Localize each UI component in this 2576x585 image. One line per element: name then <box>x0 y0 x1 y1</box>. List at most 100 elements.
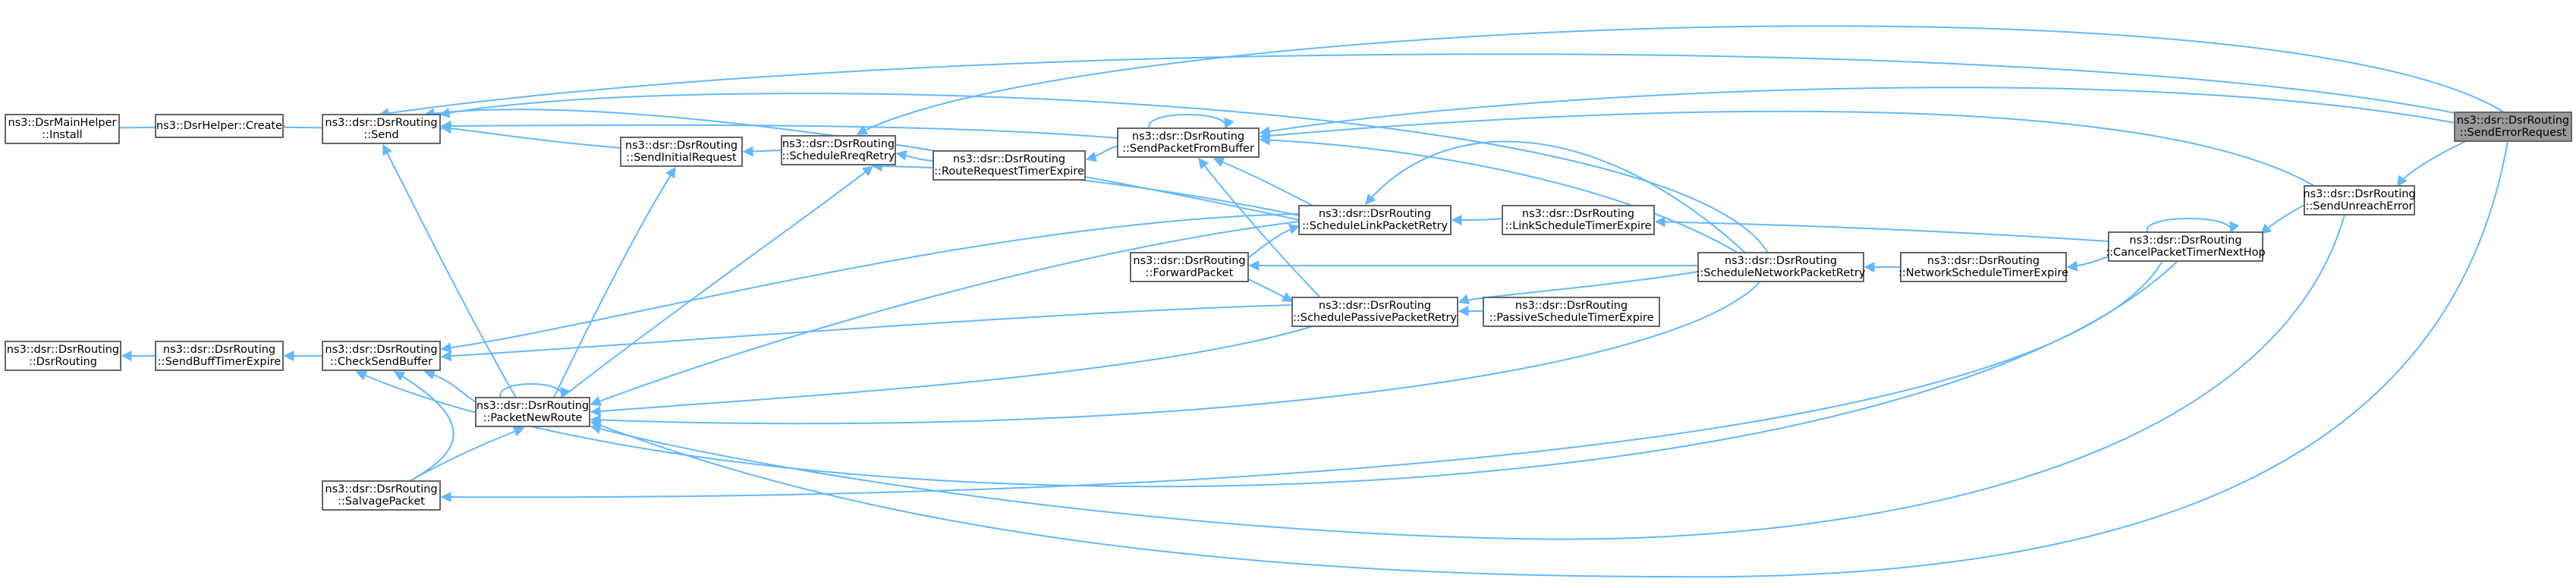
node-label-line: ::ScheduleRreqRetry <box>782 150 895 162</box>
node-packet-new-route[interactable]: ns3::dsr::DsrRouting::PacketNewRoute <box>475 397 590 427</box>
node-label-line: ns3::dsr::DsrRouting <box>1515 300 1628 312</box>
edge-lste-slpr <box>1451 214 1503 225</box>
node-label-line: ns3::dsr::DsrRouting <box>1132 131 1244 143</box>
node-dsr-helper-create[interactable]: ns3::DsrHelper::Create <box>155 114 284 138</box>
edge-slpr-csb <box>440 213 1300 354</box>
node-label-line: ns3::dsr::DsrRouting <box>1133 255 1245 267</box>
edge-cptnh-nste <box>2066 256 2109 272</box>
node-send-unreach-error[interactable]: ns3::dsr::DsrRouting::SendUnreachError <box>2303 185 2416 215</box>
node-label-line: ns3::dsr::DsrRouting <box>163 344 275 356</box>
node-label-line: ::ForwardPacket <box>1146 267 1234 279</box>
node-network-schedule-timer[interactable]: ns3::dsr::DsrRouting::NetworkScheduleTim… <box>1898 252 2068 282</box>
node-label-line: ::Install <box>42 129 82 141</box>
node-box <box>155 341 284 371</box>
node-label-line: ::PacketNewRoute <box>483 412 583 424</box>
edge-ser-spfb <box>1259 86 2455 137</box>
node-label-line: ::CancelPacketTimerNextHop <box>2106 247 2266 259</box>
node-box <box>1900 252 2067 282</box>
node-passive-schedule-timer[interactable]: ns3::dsr::DsrRouting::PassiveScheduleTim… <box>1483 297 1660 327</box>
edge-fp-slpr <box>1247 224 1301 259</box>
node-send-buff-timer[interactable]: ns3::dsr::DsrRouting::SendBuffTimerExpir… <box>155 341 284 371</box>
edge-spfb-self <box>1148 114 1235 130</box>
edge-sue-cptnh <box>2260 204 2305 234</box>
edge-spfb-send <box>440 120 1118 139</box>
edge-sue-pnr <box>590 214 2345 540</box>
node-label-line: ns3::dsr::DsrRouting <box>2129 234 2241 247</box>
edge-pnr-sir <box>553 166 676 398</box>
edge-snpr-send <box>439 93 1769 253</box>
node-box <box>5 341 121 371</box>
node-link-schedule-timer[interactable]: ns3::dsr::DsrRouting::LinkScheduleTimerE… <box>1502 205 1655 235</box>
node-label-line: ::SalvagePacket <box>338 495 425 508</box>
edge-snpr-slpr <box>1365 140 1746 253</box>
node-label-line: ns3::dsr::DsrRouting <box>625 140 738 152</box>
node-label-line: ns3::dsr::DsrRouting <box>477 400 589 412</box>
edge-sp-pnr <box>409 426 525 482</box>
edge-snpr-spfb <box>1259 134 1738 253</box>
node-label-line: ns3::dsr::DsrRouting <box>782 138 895 150</box>
node-box <box>155 114 284 138</box>
edge-pnr-send <box>382 143 517 398</box>
node-send-error-request[interactable]: ns3::dsr::DsrRouting::SendErrorRequest <box>2454 112 2572 142</box>
edge-cptnh-csb <box>355 260 2178 488</box>
edge-spfb-rrte <box>1085 145 1118 162</box>
node-label-line: ::SchedulePassivePacketRetry <box>1293 312 1457 324</box>
edge-ser-sue <box>2397 140 2467 187</box>
node-label-line: ns3::dsr::DsrRouting <box>325 344 437 356</box>
node-label-line: ::PassiveScheduleTimerExpire <box>1489 312 1653 324</box>
node-label-line: ns3::dsr::DsrRouting <box>325 483 437 495</box>
node-label-line: ns3::dsr::DsrRouting <box>1319 300 1431 312</box>
node-box <box>1298 205 1452 235</box>
node-check-send-buffer[interactable]: ns3::dsr::DsrRouting::CheckSendBuffer <box>322 341 441 371</box>
node-box <box>933 150 1086 181</box>
edge-pnr-self <box>499 383 571 399</box>
node-label-line: ns3::dsr::DsrRouting <box>325 117 437 129</box>
edge-cptnh-sp <box>440 260 2163 503</box>
edge-cptnh-lste <box>1654 216 2109 242</box>
edge-ser-send <box>378 53 2459 119</box>
edge-sue-spfb <box>1259 110 2315 187</box>
edge-ser-srr <box>856 25 2505 135</box>
node-label-line: ::SendBuffTimerExpire <box>158 356 281 368</box>
node-send-packet-from-buffer[interactable]: ns3::dsr::DsrRouting::SendPacketFromBuff… <box>1117 127 1260 158</box>
node-box <box>1291 297 1458 327</box>
node-box <box>1130 252 1249 282</box>
node-forward-packet[interactable]: ns3::dsr::DsrRouting::ForwardPacket <box>1130 252 1249 282</box>
node-schedule-link-retry[interactable]: ns3::dsr::DsrRouting::ScheduleLinkPacket… <box>1298 205 1452 235</box>
node-schedule-passive-retry[interactable]: ns3::dsr::DsrRouting::SchedulePassivePac… <box>1291 297 1458 327</box>
edge-rrte-srr <box>895 149 934 162</box>
node-cancel-packet-timer[interactable]: ns3::dsr::DsrRouting::CancelPacketTimerN… <box>2106 231 2266 262</box>
node-label-line: ns3::dsr::DsrRouting <box>2303 188 2415 200</box>
node-label-line: ::DsrRouting <box>29 356 97 368</box>
node-route-request-timer[interactable]: ns3::dsr::DsrRouting::RouteRequestTimerE… <box>933 150 1086 181</box>
node-label-line: ns3::DsrMainHelper <box>8 117 117 129</box>
node-dsr-main-helper-install[interactable]: ns3::DsrMainHelper::Install <box>5 114 120 144</box>
node-label-line: ns3::dsr::DsrRouting <box>1319 208 1431 220</box>
node-box <box>2304 185 2415 215</box>
node-dsr-routing-ctor[interactable]: ns3::dsr::DsrRouting::DsrRouting <box>5 341 121 371</box>
node-label-line: ::SendPacketFromBuffer <box>1122 143 1254 155</box>
node-box <box>781 135 896 165</box>
node-label-line: ns3::dsr::DsrRouting <box>1725 255 1837 267</box>
node-box <box>620 137 743 167</box>
edge-sir-send <box>440 123 621 149</box>
edge-pnr-srr <box>561 165 874 398</box>
edge-slpr-send <box>423 108 1300 221</box>
node-schedule-req-retry[interactable]: ns3::dsr::DsrRouting::ScheduleRreqRetry <box>781 135 896 165</box>
node-salvage-packet[interactable]: ns3::dsr::DsrRouting::SalvagePacket <box>322 480 441 511</box>
node-send-initial-request[interactable]: ns3::dsr::DsrRouting::SendInitialRequest <box>620 137 743 167</box>
node-label-line: ::SendInitialRequest <box>626 152 737 164</box>
node-box <box>322 341 441 371</box>
node-send[interactable]: ns3::dsr::DsrRouting::Send <box>322 114 441 144</box>
node-box <box>2454 112 2572 142</box>
node-box <box>1117 127 1260 158</box>
edge-cptnh-self <box>2146 218 2240 234</box>
edge-snpr-sppr <box>1458 271 1699 305</box>
node-schedule-network-retry[interactable]: ns3::dsr::DsrRouting::ScheduleNetworkPac… <box>1697 252 1866 282</box>
node-label-line: ns3::dsr::DsrRouting <box>2457 115 2569 127</box>
node-label-line: ::LinkScheduleTimerExpire <box>1505 220 1651 232</box>
node-label-line: ::Send <box>363 129 398 141</box>
node-label-line: ns3::dsr::DsrRouting <box>953 153 1065 165</box>
edge-srr-sir <box>742 146 782 157</box>
